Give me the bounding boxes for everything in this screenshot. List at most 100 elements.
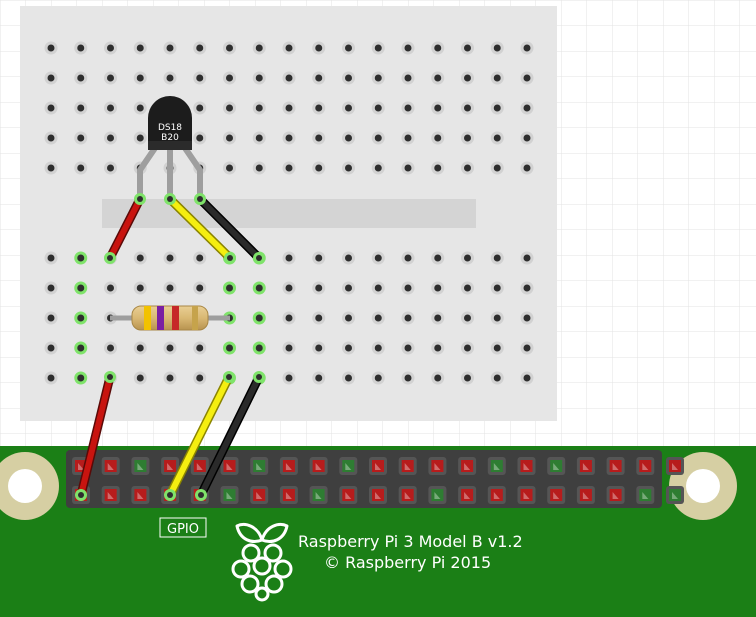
breadboard-hole <box>431 131 445 145</box>
breadboard-hole <box>133 371 147 385</box>
breadboard-hole <box>342 371 355 385</box>
breadboard-hole <box>74 161 88 175</box>
breadboard-hole-connected <box>74 281 88 295</box>
sensor-body <box>148 96 192 148</box>
breadboard-hole <box>401 281 415 295</box>
breadboard-hole-connected <box>223 341 236 355</box>
logo-berry-7 <box>264 574 284 594</box>
breadboard-hole-connected <box>74 251 88 265</box>
breadboard-hole <box>431 71 445 85</box>
breadboard-hole <box>431 41 445 55</box>
wire-ends <box>75 193 265 501</box>
raspberry-pi-board: GPIO Raspberry Pi 3 Model B v1.2 © Raspb… <box>0 446 756 617</box>
gpio-label: GPIO <box>167 522 199 537</box>
gpio-pin-power <box>101 486 120 504</box>
breadboard-hole <box>490 71 504 85</box>
breadboard-hole <box>74 101 88 115</box>
gpio-pin-power <box>547 486 566 504</box>
logo-berry-2 <box>263 543 283 563</box>
breadboard-hole <box>490 311 504 325</box>
breadboard-hole <box>282 251 296 265</box>
gpio-pin-ground <box>428 486 447 504</box>
wire-power-sensor-core <box>107 196 143 261</box>
breadboard-hole <box>223 161 236 175</box>
breadboard-hole <box>401 311 415 325</box>
logo-berry-8 <box>254 586 270 602</box>
breadboard-hole <box>133 101 147 115</box>
breadboard-hole <box>461 281 474 295</box>
breadboard-hole <box>193 101 207 115</box>
breadboard-hole <box>223 101 236 115</box>
logo-berry-5 <box>273 559 293 579</box>
sensor-leg-vdd <box>137 146 158 199</box>
breadboard-hole-connected <box>74 341 88 355</box>
logo-berry-1 <box>241 543 261 563</box>
breadboard-hole <box>371 341 385 355</box>
gpio-pin-ground <box>487 457 506 475</box>
breadboard-hole <box>461 251 474 265</box>
gpio-pin-power <box>190 457 209 475</box>
board-name: Raspberry Pi 3 Model B v1.2 <box>298 532 523 551</box>
breadboard-hole <box>520 161 534 175</box>
breadboard-hole <box>401 371 415 385</box>
breadboard-hole <box>490 251 504 265</box>
breadboard-hole <box>252 161 266 175</box>
breadboard-hole <box>104 41 117 55</box>
wire-end-contact <box>104 252 116 264</box>
board-copyright: © Raspberry Pi 2015 <box>324 553 491 572</box>
breadboard-hole <box>520 101 534 115</box>
breadboard-hole <box>104 281 117 295</box>
breadboard-hole <box>193 41 207 55</box>
gpio-pin-power <box>279 457 298 475</box>
sensor-flat-face <box>148 141 192 150</box>
wire-end-contact <box>134 193 146 205</box>
wire-ground-gpio-core <box>198 374 262 498</box>
breadboard-wires <box>105 194 264 263</box>
gpio-pin-power <box>339 486 358 504</box>
breadboard-hole <box>312 311 326 325</box>
breadboard-hole <box>74 41 88 55</box>
breadboard-hole <box>163 371 177 385</box>
breadboard-hole-connected <box>74 311 88 325</box>
breadboard-hole <box>193 131 207 145</box>
breadboard-hole <box>193 341 207 355</box>
wire-end-contact <box>164 193 176 205</box>
gpio-pin-power <box>369 486 387 504</box>
breadboard-hole <box>342 251 355 265</box>
wire-end-contact <box>194 193 206 205</box>
wire-end-contact <box>223 371 235 383</box>
gpio-pin-power <box>458 486 477 504</box>
breadboard-hole <box>490 131 504 145</box>
gpio-pin-power <box>428 457 447 475</box>
breadboard-hole <box>193 71 207 85</box>
breadboard-hole-connected <box>252 341 266 355</box>
breadboard-hole <box>431 101 445 115</box>
gpio-pin-ground <box>250 457 269 475</box>
gpio-pin-ground <box>131 457 150 475</box>
breadboard-hole <box>104 341 117 355</box>
breadboard-hole <box>401 341 415 355</box>
breadboard-hole <box>431 251 445 265</box>
breadboard-hole <box>490 161 504 175</box>
breadboard-hole <box>44 311 58 325</box>
breadboard-hole <box>282 41 296 55</box>
breadboard-hole <box>431 341 445 355</box>
breadboard-hole <box>44 131 58 145</box>
breadboard-hole <box>44 341 58 355</box>
breadboard-hole <box>461 161 474 175</box>
breadboard-hole <box>193 251 207 265</box>
breadboard-hole <box>44 101 58 115</box>
wire-end-contact <box>253 371 265 383</box>
breadboard <box>20 6 557 421</box>
resistor-band-2 <box>157 306 164 330</box>
gpio-pin-power <box>666 457 684 475</box>
gpio-pin-power <box>101 457 120 475</box>
gpio-pin-power <box>606 486 625 504</box>
breadboard-hole <box>223 71 236 85</box>
gpio-pin-ground <box>220 486 239 504</box>
breadboard-hole <box>490 341 504 355</box>
breadboard-hole <box>163 71 177 85</box>
breadboard-hole <box>104 161 117 175</box>
breadboard-hole <box>431 161 445 175</box>
